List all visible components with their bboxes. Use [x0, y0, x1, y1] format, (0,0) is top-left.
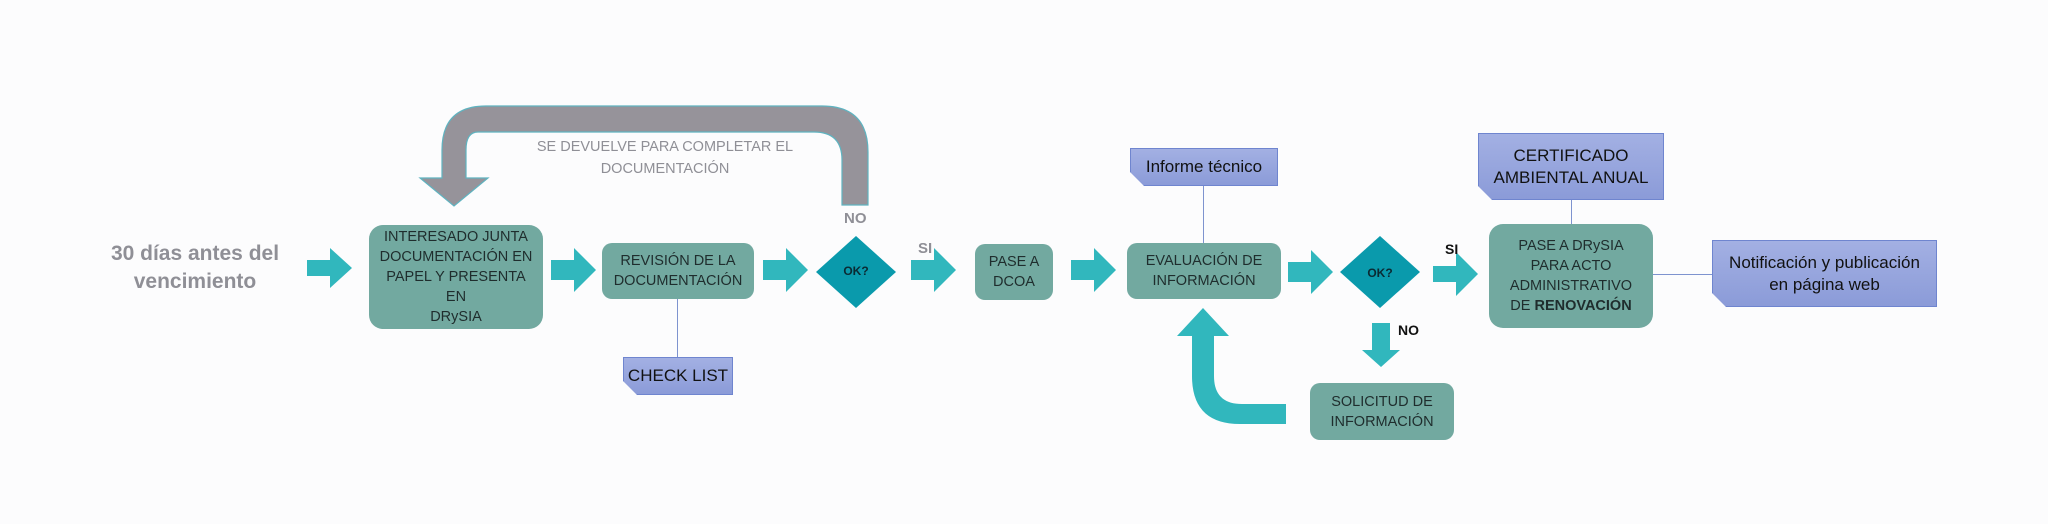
arrow-dcoa-to-evaluacion	[1071, 248, 1116, 292]
decision-diamond-2	[1340, 236, 1420, 308]
document-informe-tecnico[interactable]: Informe técnico	[1130, 148, 1278, 186]
process-evaluacion[interactable]: EVALUACIÓN DE INFORMACIÓN	[1127, 243, 1281, 299]
decision-2-label: OK?	[1367, 266, 1393, 280]
start-label-line-2: vencimiento	[133, 270, 257, 293]
connector-informe-evaluacion	[1203, 186, 1204, 243]
process-pase-drysia-bold: RENOVACIÓN	[1534, 298, 1632, 314]
arrow-interesado-to-revision	[551, 248, 596, 292]
process-solicitud[interactable]: SOLICITUD DE INFORMACIÓN	[1310, 383, 1454, 440]
decision-1-si-label: SI	[918, 240, 933, 257]
return-loop-label: SE DEVUELVE PARA COMPLETAR EL DOCUMENTAC…	[520, 136, 810, 180]
arrow-revision-to-decision1	[763, 248, 808, 292]
document-check-list[interactable]: CHECK LIST	[623, 357, 733, 395]
start-label-line-1: 30 días antes del	[110, 242, 280, 265]
process-interesado-line-1: INTERESADO JUNTA	[384, 229, 528, 245]
process-pase-drysia-prefix: DE	[1510, 298, 1535, 314]
process-interesado[interactable]: INTERESADO JUNTA DOCUMENTACIÓN EN PAPEL …	[369, 225, 543, 329]
return-loop-label-line-1: SE DEVUELVE PARA COMPLETAR EL	[536, 139, 794, 155]
arrow-decision2-to-drysia	[1433, 252, 1478, 296]
process-revision-line-2: DOCUMENTACIÓN	[613, 273, 743, 289]
return-loop-arrow	[418, 105, 869, 207]
start-label: 30 días antes del vencimiento	[100, 240, 290, 296]
process-pase-drysia-line-1: PASE A DRySIA	[1518, 238, 1624, 254]
document-certificado[interactable]: CERTIFICADO AMBIENTAL ANUAL	[1478, 133, 1664, 200]
connector-certificado-drysia	[1571, 200, 1572, 225]
process-revision-line-1: REVISIÓN DE LA	[620, 253, 736, 269]
document-notificacion-line-1: Notificación y publicación	[1729, 252, 1920, 272]
decision-2-no-label: NO	[1398, 322, 1419, 338]
decision-2-si-label: SI	[1445, 241, 1459, 257]
arrow-solicitud-to-evaluacion	[1177, 308, 1286, 424]
process-pase-dcoa-line-2: DCOA	[993, 274, 1035, 290]
process-solicitud-line-1: SOLICITUD DE	[1331, 393, 1433, 410]
return-loop-label-line-2: DOCUMENTACIÓN	[600, 161, 730, 177]
document-notificacion-line-2: en página web	[1769, 274, 1880, 294]
arrow-evaluacion-to-decision2	[1288, 250, 1333, 294]
process-pase-drysia-line-3: ADMINISTRATIVO	[1509, 278, 1633, 294]
decision-1-label: OK?	[843, 264, 869, 278]
document-certificado-line-1: CERTIFICADO	[1513, 145, 1629, 165]
connector-revision-checklist	[677, 299, 678, 357]
process-evaluacion-line-1: EVALUACIÓN DE	[1145, 253, 1263, 269]
process-interesado-line-3: PAPEL Y PRESENTA EN	[386, 269, 526, 305]
decision-1-no-label: NO	[844, 210, 867, 227]
arrow-decision1-to-dcoa	[911, 248, 956, 292]
arrow-decision2-down	[1362, 323, 1400, 367]
process-pase-drysia[interactable]: PASE A DRySIA PARA ACTO ADMINISTRATIVO D…	[1489, 224, 1653, 328]
decision-diamond-1	[816, 236, 896, 308]
document-check-list-label: CHECK LIST	[627, 366, 729, 385]
arrow-start-to-interesado	[307, 248, 352, 288]
process-pase-drysia-line-4: DE RENOVACIÓN	[1510, 296, 1632, 316]
process-pase-dcoa-line-1: PASE A	[988, 254, 1040, 270]
process-pase-drysia-line-2: PARA ACTO	[1530, 258, 1612, 274]
document-notificacion[interactable]: Notificación y publicación en página web	[1712, 240, 1937, 307]
process-interesado-line-4: DRySIA	[430, 309, 482, 325]
document-certificado-line-2: AMBIENTAL ANUAL	[1493, 167, 1649, 187]
connector-drysia-notificacion	[1653, 274, 1713, 275]
process-interesado-line-2: DOCUMENTACIÓN EN	[379, 249, 533, 265]
document-informe-tecnico-label: Informe técnico	[1145, 157, 1263, 176]
process-pase-dcoa[interactable]: PASE A DCOA	[975, 244, 1053, 300]
process-solicitud-line-2: INFORMACIÓN	[1330, 413, 1434, 430]
process-revision[interactable]: REVISIÓN DE LA DOCUMENTACIÓN	[602, 243, 754, 299]
process-evaluacion-line-2: INFORMACIÓN	[1152, 273, 1256, 289]
